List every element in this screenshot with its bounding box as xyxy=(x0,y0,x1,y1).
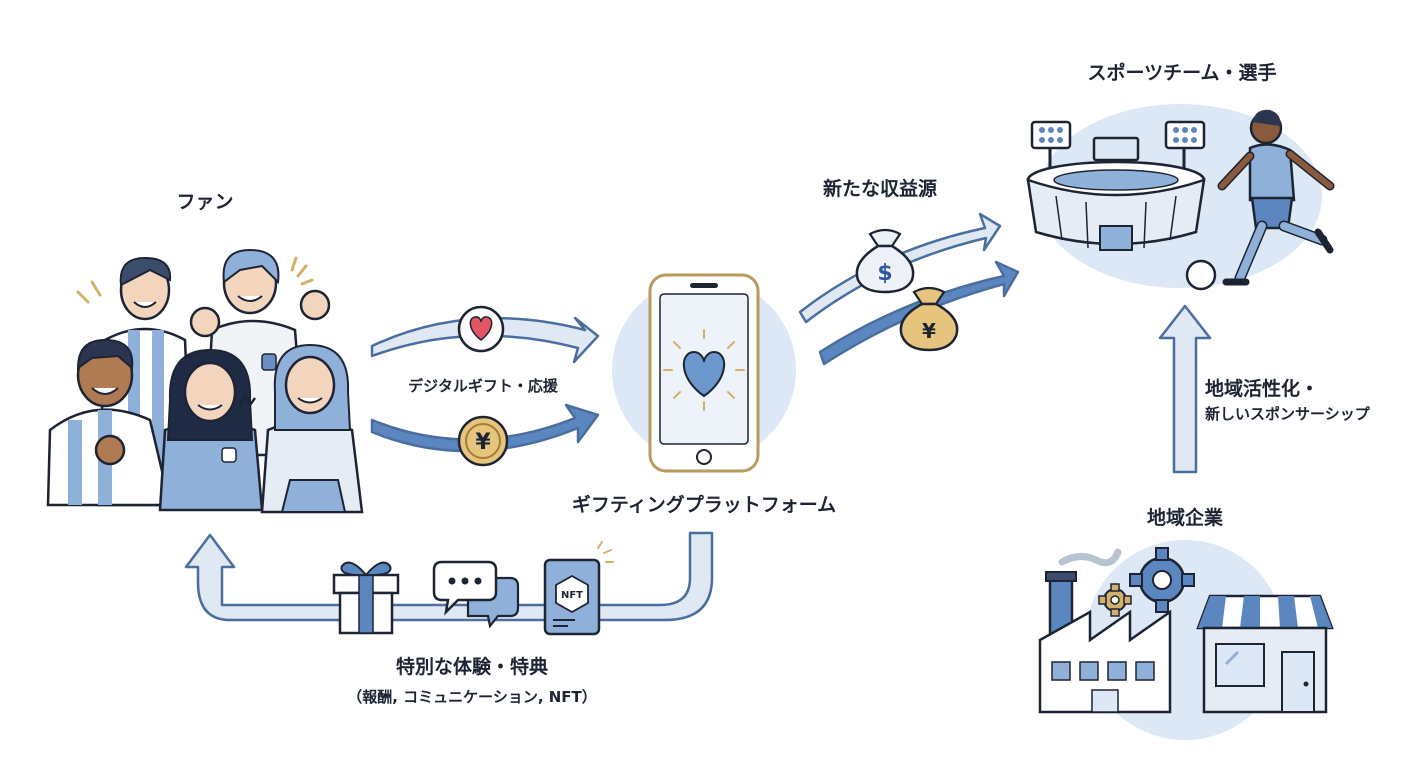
yen-bag-symbol: ¥ xyxy=(922,319,936,343)
dollar-bag-icon: $ xyxy=(855,228,915,294)
label-local-activation: 地域活性化・ xyxy=(1205,378,1320,400)
fan-group-illustration xyxy=(46,248,364,514)
gift-icon xyxy=(332,561,400,635)
fan-woman-center xyxy=(158,348,264,512)
fan-woman-right xyxy=(260,343,364,514)
label-new-revenue: 新たな収益源 xyxy=(822,178,938,200)
soccer-player-illustration xyxy=(1185,109,1335,291)
arrow-fans-to-platform-top xyxy=(370,316,600,364)
chat-icon xyxy=(432,560,520,629)
heart-icon xyxy=(457,305,505,353)
stadium-illustration xyxy=(1026,120,1206,251)
label-gifting-platform: ギフティングプラットフォーム xyxy=(571,494,837,516)
nft-text: NFT xyxy=(561,590,583,601)
shop-illustration xyxy=(1196,594,1334,714)
dollar-symbol: $ xyxy=(877,261,892,286)
yen-bag-icon: ¥ xyxy=(899,286,959,352)
yen-coin-icon: ¥ xyxy=(457,415,509,467)
label-special-experience: 特別な体験・特典 xyxy=(395,656,549,678)
label-local-business: 地域企業 xyxy=(1146,507,1224,529)
arrow-local-to-team xyxy=(1158,304,1212,474)
label-sports-teams-players: スポーツチーム・選手 xyxy=(1087,62,1277,84)
arrow-fans-to-platform-bottom xyxy=(370,403,600,453)
label-fans: ファン xyxy=(176,191,234,213)
label-digital-gift-support: デジタルギフト・応援 xyxy=(408,377,558,395)
phone-illustration xyxy=(648,273,760,473)
phone-heart-icon xyxy=(682,350,726,398)
fan-man-front xyxy=(46,338,172,507)
label-special-experience-detail: （報酬, コミュニケーション, NFT） xyxy=(347,688,597,706)
gear-icon xyxy=(1129,547,1195,613)
factory-illustration xyxy=(1038,548,1172,714)
label-new-sponsorship: 新しいスポンサーシップ xyxy=(1205,405,1370,423)
yen-coin-symbol: ¥ xyxy=(475,430,491,455)
nft-card-icon: NFT xyxy=(543,541,614,636)
small-gear-icon xyxy=(1098,583,1132,617)
arrow-platform-to-fans-return xyxy=(184,531,714,622)
